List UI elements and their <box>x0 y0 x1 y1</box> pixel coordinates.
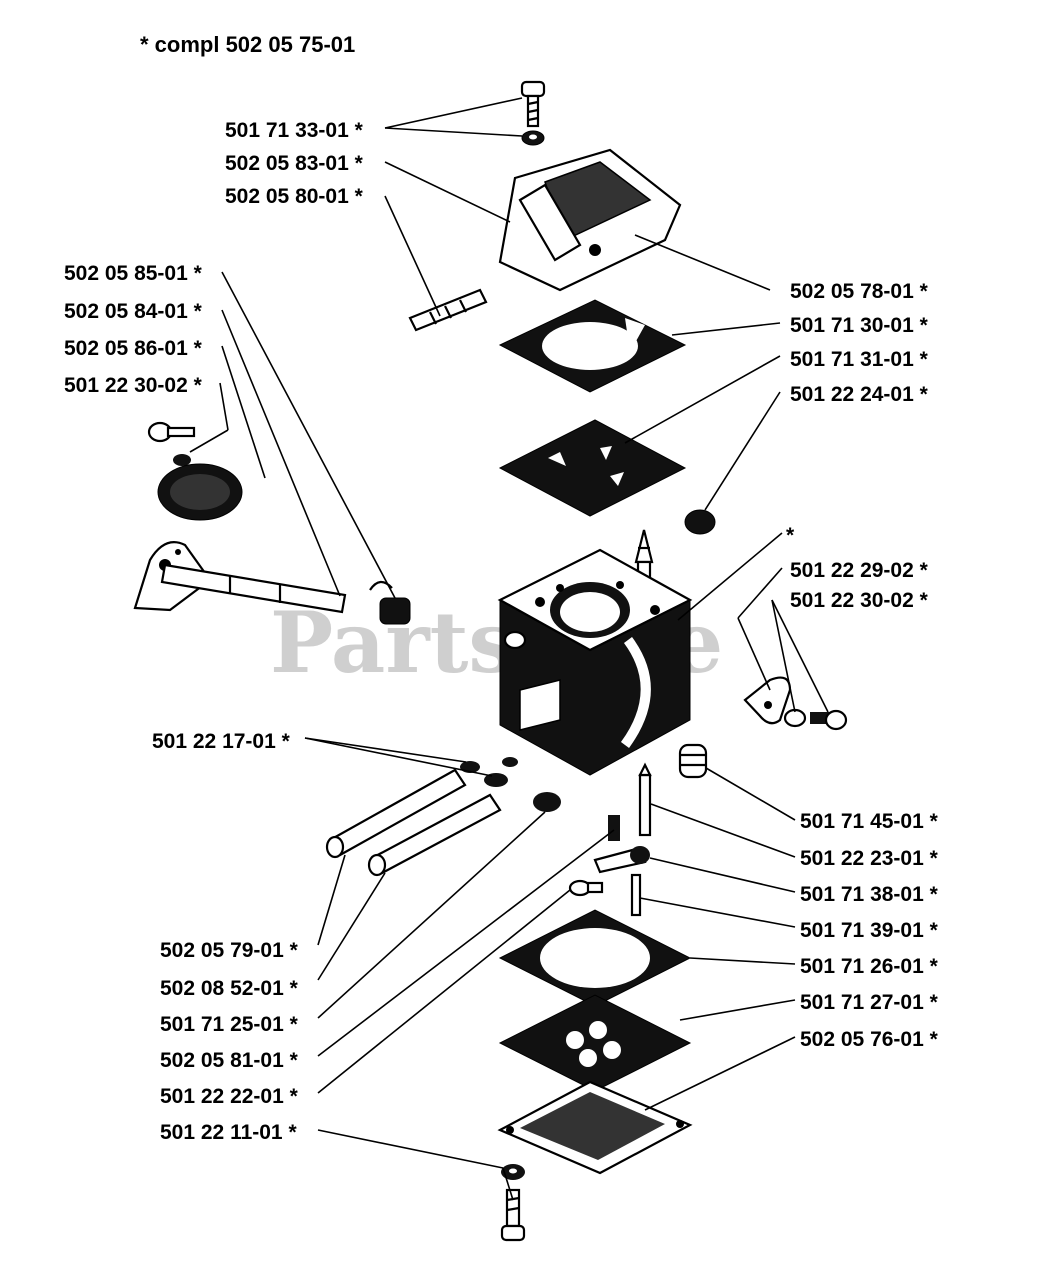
label-body-asterisk[interactable]: * <box>786 524 795 547</box>
welch-plug-part[interactable] <box>533 792 561 812</box>
label-502-05-81-01[interactable]: 502 05 81-01 * <box>160 1049 299 1072</box>
metering-cover-part[interactable] <box>497 1080 693 1175</box>
label-501-71-33-01[interactable]: 501 71 33-01 * <box>225 119 364 142</box>
label-501-71-27-01[interactable]: 501 71 27-01 * <box>800 991 939 1014</box>
bottom-screw-part[interactable] <box>500 1188 526 1242</box>
label-501-22-30-02-left[interactable]: 501 22 30-02 * <box>64 374 203 397</box>
assembly-header: * compl 502 05 75-01 <box>140 32 355 57</box>
label-501-22-11-01[interactable]: 501 22 11-01 * <box>160 1121 297 1144</box>
pump-gasket-part[interactable] <box>498 299 687 393</box>
high-speed-needle-part[interactable] <box>325 768 467 859</box>
label-501-71-38-01[interactable]: 501 71 38-01 * <box>800 883 939 906</box>
choke-spring-part[interactable] <box>369 580 411 625</box>
leader-lines <box>189 97 829 1201</box>
idle-plug-part[interactable] <box>678 743 708 779</box>
label-501-22-23-01[interactable]: 501 22 23-01 * <box>800 847 939 870</box>
metering-spring-part[interactable] <box>608 815 620 841</box>
label-501-71-45-01[interactable]: 501 71 45-01 * <box>800 810 939 833</box>
label-501-22-29-02[interactable]: 501 22 29-02 * <box>790 559 929 582</box>
label-502-05-84-01[interactable]: 502 05 84-01 * <box>64 300 203 323</box>
bottom-washer-part[interactable] <box>501 1164 525 1180</box>
carburetor-body-part[interactable] <box>497 548 693 776</box>
label-502-05-80-01[interactable]: 502 05 80-01 * <box>225 185 364 208</box>
pump-cover-part[interactable] <box>498 148 682 292</box>
label-501-22-24-01[interactable]: 501 22 24-01 * <box>790 383 929 406</box>
control-lever-pin-part[interactable] <box>630 873 642 917</box>
label-501-71-39-01[interactable]: 501 71 39-01 * <box>800 919 939 942</box>
label-501-71-31-01[interactable]: 501 71 31-01 * <box>790 348 929 371</box>
throttle-lever-part[interactable] <box>743 676 792 725</box>
label-502-05-85-01[interactable]: 502 05 85-01 * <box>64 262 203 285</box>
metering-diaphragm-part[interactable] <box>498 994 692 1092</box>
label-501-22-22-01[interactable]: 501 22 22-01 * <box>160 1085 299 1108</box>
throttle-washer-part[interactable] <box>783 708 807 728</box>
top-washer-part[interactable] <box>521 130 545 146</box>
metering-gasket-part[interactable] <box>498 909 692 1007</box>
label-502-05-79-01[interactable]: 502 05 79-01 * <box>160 939 299 962</box>
label-502-05-86-01[interactable]: 502 05 86-01 * <box>64 337 203 360</box>
pump-screw-part[interactable] <box>408 288 488 332</box>
label-501-71-25-01[interactable]: 501 71 25-01 * <box>160 1013 299 1036</box>
top-screw-part[interactable] <box>520 80 546 128</box>
label-501-71-30-01[interactable]: 501 71 30-01 * <box>790 314 929 337</box>
inlet-lever-part[interactable] <box>593 846 650 874</box>
label-501-71-26-01[interactable]: 501 71 26-01 * <box>800 955 939 978</box>
throttle-screw-part[interactable] <box>810 709 848 731</box>
choke-valve-part[interactable] <box>157 463 243 521</box>
part-labels: 501 71 33-01 * 502 05 83-01 * 502 05 80-… <box>64 119 939 1144</box>
inlet-needle-part[interactable] <box>638 762 652 837</box>
label-502-08-52-01[interactable]: 502 08 52-01 * <box>160 977 299 1000</box>
label-502-05-76-01[interactable]: 502 05 76-01 * <box>800 1028 939 1051</box>
choke-screw-part[interactable] <box>147 421 196 466</box>
choke-shaft-part[interactable] <box>160 563 347 614</box>
pump-diaphragm-part[interactable] <box>498 419 687 517</box>
label-502-05-78-01[interactable]: 502 05 78-01 * <box>790 280 929 303</box>
label-502-05-83-01[interactable]: 502 05 83-01 * <box>225 152 364 175</box>
filter-screen-part[interactable] <box>684 509 716 535</box>
low-speed-needle-part[interactable] <box>367 793 502 877</box>
label-501-22-17-01[interactable]: 501 22 17-01 * <box>152 730 291 753</box>
label-501-22-30-02-right[interactable]: 501 22 30-02 * <box>790 589 929 612</box>
lever-screw-part[interactable] <box>568 879 604 897</box>
